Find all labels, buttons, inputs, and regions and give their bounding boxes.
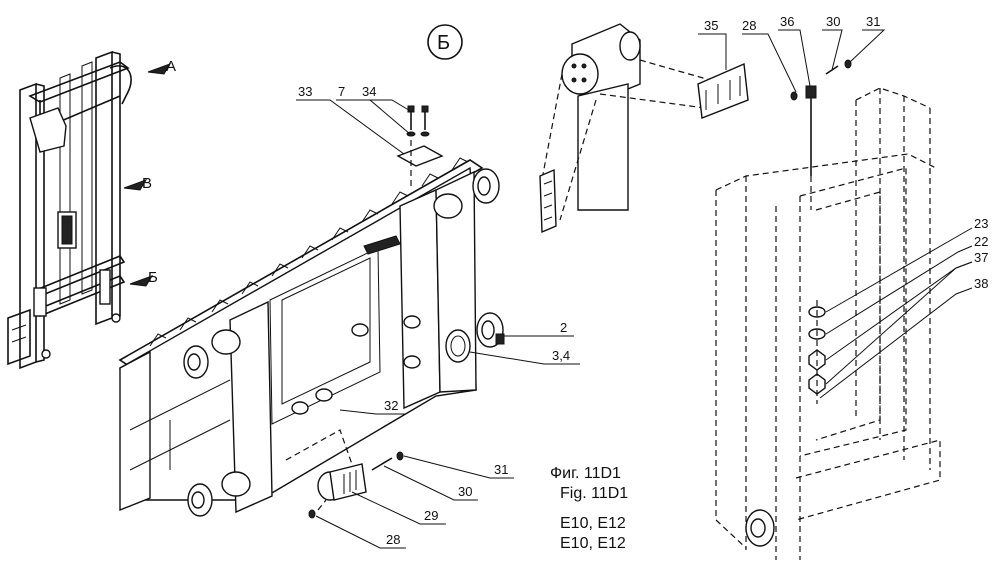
carriage-rollers — [183, 168, 505, 517]
arrow-a: A — [147, 58, 176, 75]
arrow-v: B — [123, 175, 152, 192]
mast-overview — [7, 50, 132, 370]
caption-fig-en: Fig. 11D1 — [560, 485, 628, 502]
callout-31-bottom: 31 — [494, 462, 508, 477]
callout-32: 32 — [384, 398, 398, 413]
callout-30-bottom: 30 — [458, 484, 472, 499]
top-bracket-assembly — [396, 105, 444, 186]
callout-28-top: 28 — [742, 18, 756, 33]
caption-fig-ru: Фиг. 11D1 — [550, 465, 621, 482]
callout-33: 33 — [298, 84, 312, 99]
mast-section — [715, 59, 941, 560]
bottom-bolt-assembly — [285, 429, 404, 519]
arrow-a-label: A — [166, 58, 176, 75]
callout-30-top: 30 — [826, 14, 840, 29]
cylinder-chain-assembly — [539, 23, 749, 234]
callout-numbers: 33 7 34 35 28 36 30 31 23 22 37 38 2 3,4… — [298, 14, 988, 547]
callout-31-top: 31 — [866, 14, 880, 29]
arrow-v-label: B — [142, 175, 152, 192]
callout-38: 38 — [974, 276, 988, 291]
callout-23: 23 — [974, 216, 988, 231]
callout-7: 7 — [338, 84, 345, 99]
caption-model-1: E10, E12 — [560, 515, 626, 532]
carriage-plate — [118, 157, 484, 514]
callout-2: 2 — [560, 320, 567, 335]
arrow-b: Б — [129, 269, 158, 287]
callout-3-4: 3,4 — [552, 348, 570, 363]
view-marker-letter: Б — [437, 32, 450, 54]
callout-35: 35 — [704, 18, 718, 33]
caption-model-2: E10, E12 — [560, 535, 626, 552]
view-marker: Б — [427, 24, 463, 60]
callout-22: 22 — [974, 234, 988, 249]
callout-28-bottom: 28 — [386, 532, 400, 547]
callout-37: 37 — [974, 250, 988, 265]
callout-34: 34 — [362, 84, 376, 99]
leader-lines — [296, 29, 973, 549]
arrow-b-label: Б — [148, 269, 158, 286]
callout-29: 29 — [424, 508, 438, 523]
figure-caption: Фиг. 11D1 Fig. 11D1 E10, E12 E10, E12 — [550, 465, 628, 552]
callout-36: 36 — [780, 14, 794, 29]
